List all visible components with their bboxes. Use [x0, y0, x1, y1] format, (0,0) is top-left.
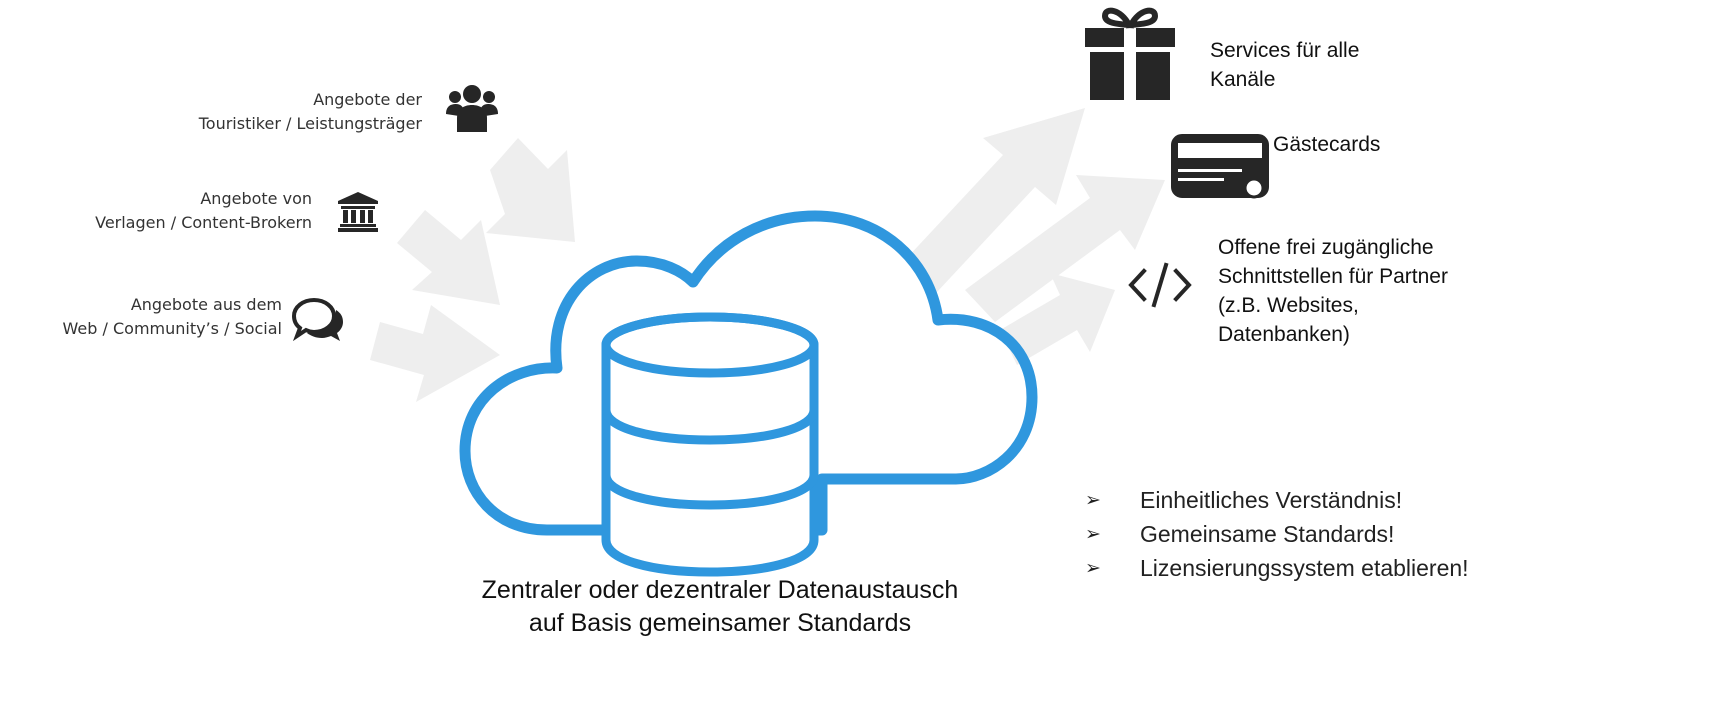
users-group-icon — [446, 85, 498, 132]
gift-icon — [1085, 7, 1175, 100]
bullet-text: Gemeinsame Standards! — [1140, 521, 1395, 547]
bullet-arrow-icon: ➢ — [1085, 557, 1101, 579]
output-2-line1: Gästecards — [1273, 133, 1381, 156]
output-3-line4: Datenbanken) — [1218, 323, 1350, 346]
cloud-database-graphic — [459, 210, 1038, 577]
source-1-line1: Angebote der — [313, 90, 422, 109]
output-3-line1: Offene frei zugängliche — [1218, 236, 1434, 259]
source-2-line2: Verlagen / Content-Brokern — [95, 213, 312, 232]
output-label-schnittstellen: Offene frei zugängliche Schnittstellen f… — [1218, 233, 1448, 349]
bullet-item: ➢ Lizensierungssystem etablieren! — [1085, 551, 1469, 585]
source-label-verlage: Angebote von Verlagen / Content-Brokern — [95, 187, 312, 235]
bullet-item: ➢ Gemeinsame Standards! — [1085, 517, 1469, 551]
output-3-line3: (z.B. Websites, — [1218, 294, 1359, 317]
source-label-touristiker: Angebote der Touristiker / Leistungsträg… — [199, 88, 422, 136]
output-label-gaestecards: Gästecards — [1273, 130, 1380, 159]
caption-line1: Zentraler oder dezentraler Datenaustausc… — [481, 576, 959, 604]
output-3-line2: Schnittstellen für Partner — [1218, 265, 1448, 288]
institution-icon — [338, 192, 378, 232]
outgoing-arrow-1 — [905, 108, 1085, 292]
chat-bubbles-icon — [292, 297, 343, 342]
caption-line2: auf Basis gemeinsamer Standards — [528, 609, 912, 637]
bullet-list: ➢ Einheitliches Verständnis! ➢ Gemeinsame … — [1085, 483, 1469, 585]
bullet-arrow-icon: ➢ — [1085, 523, 1101, 545]
bullet-item: ➢ Einheitliches Verständnis! — [1085, 483, 1469, 517]
code-brackets-icon — [1128, 262, 1192, 308]
bullet-text: Einheitliches Verständnis! — [1140, 487, 1403, 513]
source-3-line1: Angebote aus dem — [130, 295, 282, 314]
bullet-arrow-icon: ➢ — [1085, 489, 1101, 511]
incoming-arrow-1 — [486, 138, 575, 242]
incoming-arrow-3 — [370, 305, 500, 402]
card-icon — [1171, 134, 1269, 199]
source-3-line2: Web / Community’s / Social — [62, 319, 282, 338]
output-1-line2: Kanäle — [1210, 68, 1276, 91]
diagram-caption: Zentraler oder dezentraler Datenaustausc… — [440, 574, 1000, 640]
incoming-arrow-2 — [397, 210, 500, 305]
source-label-web: Angebote aus dem Web / Community’s / Soc… — [63, 293, 282, 341]
source-2-line1: Angebote von — [200, 189, 312, 208]
output-label-services: Services für alle Kanäle — [1210, 36, 1359, 94]
database-icon — [601, 312, 819, 577]
outgoing-arrow-2 — [965, 175, 1165, 322]
outgoing-arrow-3 — [1000, 273, 1115, 365]
output-1-line1: Services für alle — [1210, 39, 1360, 62]
cloud-outline — [459, 210, 1038, 536]
bullet-text: Lizensierungssystem etablieren! — [1140, 555, 1469, 581]
source-1-line2: Touristiker / Leistungsträger — [198, 114, 422, 133]
